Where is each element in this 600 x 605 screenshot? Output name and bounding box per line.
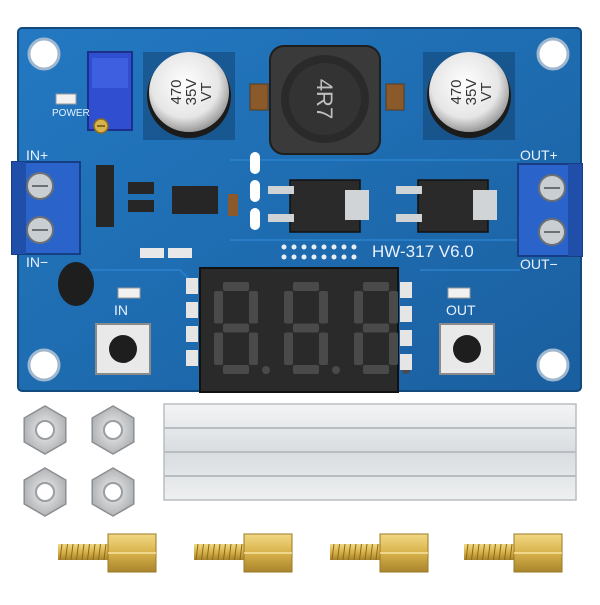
- hex-nut: [91, 405, 135, 455]
- out-plus-label: OUT+: [520, 147, 558, 163]
- seven-segment-display: [199, 267, 410, 393]
- brass-standoff: [194, 533, 293, 573]
- cap-right-line1: 470: [448, 79, 465, 105]
- cap-left-line1: 470: [168, 79, 185, 105]
- controller-chip: [96, 165, 238, 258]
- mosfet-left: [268, 179, 369, 233]
- capacitor-left: [143, 52, 235, 140]
- display-segment: [363, 323, 389, 333]
- display-segment: [284, 332, 293, 365]
- display-decimal-point: [262, 366, 270, 374]
- mounting-hole: [536, 37, 570, 71]
- hex-nut: [91, 467, 135, 517]
- capacitor-right: [423, 52, 515, 140]
- display-segment: [214, 291, 223, 324]
- display-segment: [249, 291, 258, 324]
- inductor-marking: 4R7: [312, 78, 338, 120]
- heatsink: [163, 403, 577, 501]
- display-segment: [354, 332, 363, 365]
- input-terminal-block: [11, 161, 81, 255]
- display-segment: [389, 332, 398, 365]
- display-segment: [223, 365, 249, 374]
- power-led: [55, 93, 77, 105]
- display-decimal-point: [332, 366, 340, 374]
- slot: [250, 208, 260, 230]
- cap-left-line3: VT: [198, 82, 215, 102]
- display-segment: [293, 365, 319, 374]
- model-label: HW-317 V6.0: [372, 242, 474, 261]
- out-button-label: OUT: [446, 302, 476, 318]
- brass-standoff: [464, 533, 563, 573]
- power-label: POWER: [52, 108, 90, 119]
- mosfet-right: [396, 179, 497, 233]
- out-led: [447, 287, 471, 299]
- display-segment: [223, 323, 249, 333]
- potentiometer: [87, 51, 133, 134]
- inductor: [269, 45, 381, 155]
- in-plus-label: IN+: [26, 147, 49, 163]
- display-segment: [293, 323, 319, 333]
- slot: [250, 152, 260, 174]
- display-segment: [293, 282, 319, 291]
- hex-nut: [23, 405, 67, 455]
- in-led: [117, 287, 141, 299]
- cap-right-line2: 35V: [463, 78, 480, 106]
- brass-standoff: [330, 533, 429, 573]
- smd-capacitor: [249, 83, 269, 111]
- side-resistors: [186, 278, 412, 370]
- cap-right-line3: VT: [478, 82, 495, 102]
- capacitor-right-marking: 470 35V VT: [448, 55, 495, 129]
- in-minus-label: IN−: [26, 254, 49, 270]
- output-terminal-block: [517, 163, 583, 257]
- capacitor-left-marking: 470 35V VT: [168, 55, 215, 129]
- in-button-label: IN: [114, 302, 128, 318]
- cap-left-line2: 35V: [183, 78, 200, 106]
- display-segment: [284, 291, 293, 324]
- display-segment: [214, 332, 223, 365]
- display-segment: [354, 291, 363, 324]
- display-segment: [249, 332, 258, 365]
- display-segment: [363, 365, 389, 374]
- slot: [250, 180, 260, 202]
- mounting-hole: [536, 348, 570, 382]
- display-segment: [319, 332, 328, 365]
- mounting-hole: [27, 348, 61, 382]
- out-push-button: [439, 323, 495, 375]
- in-push-button: [95, 323, 151, 375]
- pad-row: [281, 244, 357, 260]
- out-minus-label: OUT−: [520, 256, 558, 272]
- display-segment: [363, 282, 389, 291]
- hex-nut: [23, 467, 67, 517]
- transistor: [58, 262, 94, 306]
- display-segment: [389, 291, 398, 324]
- brass-standoff: [58, 533, 157, 573]
- display-segment: [319, 291, 328, 324]
- mounting-hole: [27, 37, 61, 71]
- smd-capacitor: [385, 83, 405, 111]
- display-segment: [223, 282, 249, 291]
